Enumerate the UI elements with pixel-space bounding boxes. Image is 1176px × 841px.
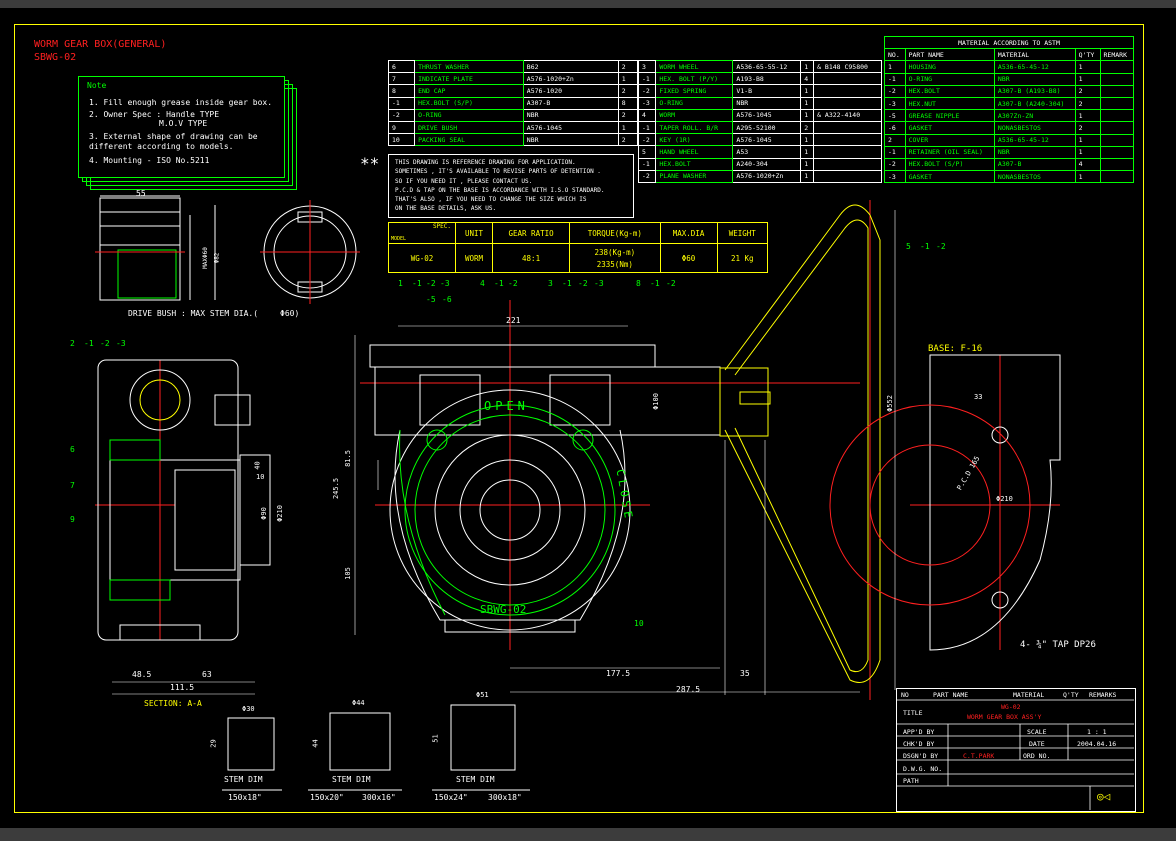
- tb-scale-label: SCALE: [1027, 729, 1047, 736]
- dim-max60: MAXΦ60: [203, 247, 209, 269]
- dim-55: 55: [136, 190, 146, 198]
- tb-title-label: TITLE: [903, 710, 923, 717]
- stem-3-size-b: 300x18": [488, 794, 522, 802]
- model-stamp: SBWG-02: [480, 604, 526, 615]
- tb-date-value: 2004.04.16: [1077, 741, 1116, 748]
- balloon-1-2[interactable]: -2: [426, 280, 436, 288]
- section-label: SECTION: A-A: [144, 700, 202, 708]
- tb-chkd: CHK'D BY: [903, 741, 934, 748]
- dim-90: Φ90: [261, 507, 268, 520]
- balloon-5-2[interactable]: -2: [936, 243, 946, 251]
- dim-81: 81.5: [345, 450, 352, 467]
- balloon-4-2[interactable]: -2: [508, 280, 518, 288]
- tap-label: 4- ¾" TAP DP26: [1020, 641, 1096, 650]
- front-green: [400, 405, 615, 615]
- stem-2-height: 44: [313, 739, 320, 747]
- stem-1-width: Φ30: [242, 706, 255, 713]
- section-hatch: [110, 440, 170, 600]
- stem-1-height: 29: [211, 739, 218, 747]
- balloon-3-1[interactable]: -1: [562, 280, 572, 288]
- dim-245: 245.5: [333, 478, 340, 499]
- tb-path: PATH: [903, 778, 919, 785]
- base-phi-label: Φ210: [996, 496, 1013, 503]
- base-label: BASE: F-16: [928, 345, 982, 354]
- dim-552: Φ552: [887, 395, 894, 412]
- dim-105: 105: [345, 567, 352, 580]
- tb-part-name: PART NAME: [933, 692, 968, 699]
- balloon-8-2[interactable]: -2: [666, 280, 676, 288]
- tb-title-desc: WORM GEAR BOX ASS'Y: [967, 714, 1041, 721]
- stem-3-size-a: 150x24": [434, 794, 468, 802]
- stem-2-size-b: 300x16": [362, 794, 396, 802]
- balloon-2-2[interactable]: -2: [100, 340, 110, 348]
- dim-33: 33: [974, 394, 982, 401]
- stem-3-height: 51: [433, 734, 440, 742]
- dim-111: 111.5: [170, 684, 194, 692]
- dim-82: Φ82: [214, 253, 220, 264]
- balloon-1-5[interactable]: -5: [426, 296, 436, 304]
- tb-date-label: DATE: [1029, 741, 1045, 748]
- drive-bush-view: [100, 196, 356, 300]
- projection-icon: ◎◁: [1097, 791, 1110, 802]
- dim-35: 35: [740, 670, 750, 678]
- base-view: [830, 355, 1060, 650]
- tb-designer: C.T.PARK: [963, 753, 994, 760]
- stem-3-width: Φ51: [476, 692, 489, 699]
- stem-3-label: STEM DIM: [456, 776, 495, 784]
- dim-48: 48.5: [132, 671, 151, 679]
- tb-ord: ORD NO.: [1023, 753, 1050, 760]
- balloon-2[interactable]: 2: [70, 340, 75, 348]
- balloon-9[interactable]: 9: [70, 516, 75, 524]
- balloon-8-1[interactable]: -1: [650, 280, 660, 288]
- stem-1-size: 150x18": [228, 794, 262, 802]
- balloon-3[interactable]: 3: [548, 280, 553, 288]
- tb-no: NO: [901, 692, 909, 699]
- tb-material: MATERIAL: [1013, 692, 1044, 699]
- balloon-1-3[interactable]: -3: [440, 280, 450, 288]
- hand-wheel: [720, 205, 880, 683]
- tb-appd: APP'D BY: [903, 729, 934, 736]
- tb-dwg: D.W.G. NO.: [903, 766, 942, 773]
- tb-dsgn: DSGN'D BY: [903, 753, 938, 760]
- tb-remarks: REMARKS: [1089, 692, 1116, 699]
- centerline-group: [95, 200, 1060, 700]
- dim-100: Φ100: [653, 393, 660, 410]
- balloon-4[interactable]: 4: [480, 280, 485, 288]
- dim-63: 63: [202, 671, 212, 679]
- balloon-2-3[interactable]: -3: [116, 340, 126, 348]
- front-view: [370, 345, 720, 632]
- tb-qty: Q'TY: [1063, 692, 1079, 699]
- balloon-1-1[interactable]: -1: [412, 280, 422, 288]
- balloon-7[interactable]: 7: [70, 482, 75, 490]
- dim-10: 10: [256, 474, 264, 481]
- balloon-5[interactable]: 5: [906, 243, 911, 251]
- balloon-4-1[interactable]: -1: [494, 280, 504, 288]
- stem-2-width: Φ44: [352, 700, 365, 707]
- dim-40: 40: [255, 461, 262, 469]
- balloon-3-2[interactable]: -2: [578, 280, 588, 288]
- tb-title-model: WG-02: [1001, 704, 1021, 711]
- balloon-1-6[interactable]: -6: [442, 296, 452, 304]
- balloon-2-1[interactable]: -1: [84, 340, 94, 348]
- stem-1-label: STEM DIM: [224, 776, 263, 784]
- dim-287: 287.5: [676, 686, 700, 694]
- balloon-5-1[interactable]: -1: [920, 243, 930, 251]
- balloon-3-3[interactable]: -3: [594, 280, 604, 288]
- stem-2-label: STEM DIM: [332, 776, 371, 784]
- tb-scale-value: 1 : 1: [1087, 729, 1107, 736]
- drive-bush-label: DRIVE BUSH : MAX STEM DIA.(: [128, 310, 258, 318]
- dim-177: 177.5: [606, 670, 630, 678]
- dim-221: 221: [506, 317, 520, 325]
- balloon-8[interactable]: 8: [636, 280, 641, 288]
- balloon-1[interactable]: 1: [398, 280, 403, 288]
- stem-2-size-a: 150x20": [310, 794, 344, 802]
- balloon-10[interactable]: 10: [634, 620, 644, 628]
- balloon-6[interactable]: 6: [70, 446, 75, 454]
- title-block: NO PART NAME MATERIAL Q'TY REMARKS TITLE…: [896, 688, 1136, 812]
- drive-bush-value: Φ60): [280, 310, 299, 318]
- open-label: OPEN: [484, 400, 529, 412]
- section-view: [98, 360, 270, 640]
- dim-210: Φ210: [277, 505, 284, 522]
